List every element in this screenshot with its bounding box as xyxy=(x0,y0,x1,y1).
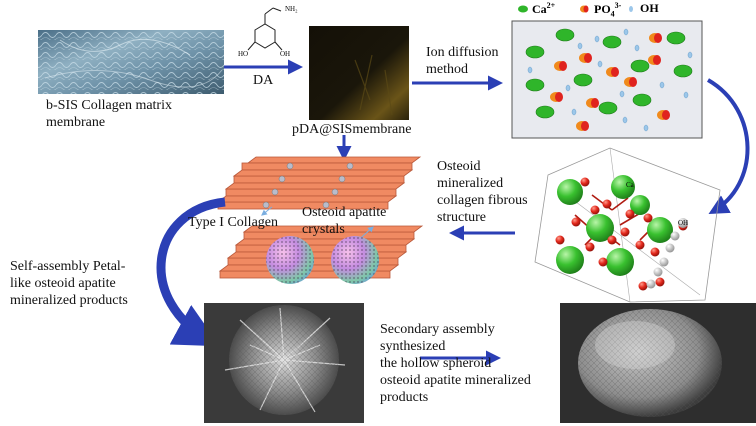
legend-symbols xyxy=(518,5,633,13)
secondary-assembly-label: Secondary assembly synthesized the hollo… xyxy=(380,322,531,405)
type1-collagen-label: Type I Collagen xyxy=(188,215,278,230)
pda-membrane-label: pDA@SISmembrane xyxy=(292,122,412,137)
pda-membrane-image xyxy=(309,26,409,120)
sem-spheroid-image xyxy=(560,303,756,423)
molecule-nh2-label: NH₂ xyxy=(285,5,298,13)
hydroxide-chain xyxy=(646,218,688,289)
phosphate-ions xyxy=(550,33,670,131)
apatite-sphere-right xyxy=(331,236,379,284)
legend-ca-label: Ca2+ xyxy=(532,1,556,16)
collagen-pointer xyxy=(261,206,273,216)
legend-oh-label: OH xyxy=(640,1,659,15)
dopamine-molecule xyxy=(247,7,283,51)
ion-solution-panel xyxy=(511,20,703,139)
legend-oh-symbol xyxy=(629,6,633,12)
ion-diffusion-label: Ion diffusion method xyxy=(426,45,499,77)
apatite-crystal-structure xyxy=(534,147,721,303)
molecule-oh-label: OH xyxy=(280,50,291,58)
crystal-ca-label: Ca xyxy=(626,181,634,189)
sis-membrane-image xyxy=(38,30,224,94)
legend-ca-symbol xyxy=(518,5,528,13)
curved-arrow-right xyxy=(706,78,750,214)
sem-petal-image xyxy=(204,303,364,423)
curved-arrow-left xyxy=(156,197,226,347)
da-label: DA xyxy=(253,73,274,88)
sis-membrane-label: b-SIS Collagen matrix membrane xyxy=(46,98,172,130)
crystal-oh-label: OH xyxy=(678,219,689,227)
osteoid-crystals-label: Osteoid apatite crystals xyxy=(302,205,387,237)
osteoid-structure-label: Osteoid mineralized collagen fibrous str… xyxy=(437,159,528,225)
molecule-ho-label: HO xyxy=(238,50,249,58)
apatite-sphere-left xyxy=(266,236,314,284)
oxygen-atoms xyxy=(555,177,688,291)
self-assembly-label: Self-assembly Petal- like osteoid apatit… xyxy=(10,259,128,308)
hydroxide-ions xyxy=(527,28,693,132)
calcium-atoms xyxy=(556,175,673,276)
legend-po4-label: PO43- xyxy=(594,1,622,19)
fibril-nodes xyxy=(262,162,354,209)
calcium-ions xyxy=(525,28,693,119)
